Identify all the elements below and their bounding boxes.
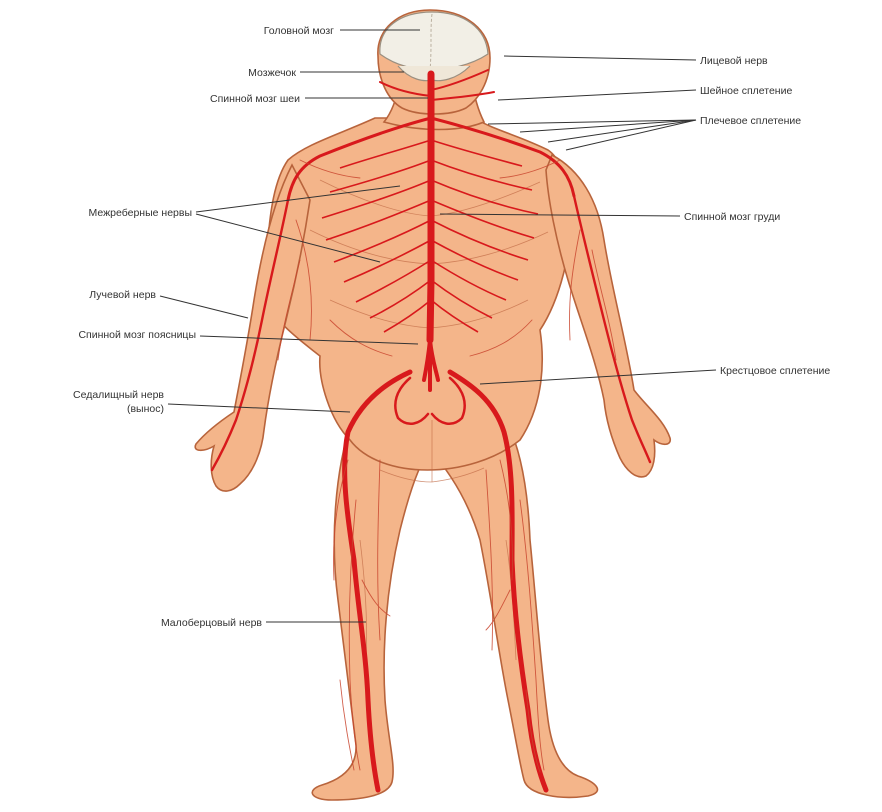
label-brain: Головной мозг — [264, 25, 334, 37]
label-facial: Лицевой нерв — [700, 55, 768, 67]
label-cerebellum: Мозжечок — [248, 67, 296, 79]
label-tibial: Малоберцовый нерв — [161, 617, 262, 629]
label-brachial-plexus: Плечевое сплетение — [700, 115, 801, 127]
label-cervical-plexus: Шейное сплетение — [700, 85, 792, 97]
label-radial: Лучевой нерв — [89, 289, 156, 301]
label-spinal-neck: Спинной мозг шеи — [210, 93, 300, 105]
label-sciatic-sub: (вынос) — [127, 403, 164, 415]
label-spinal-lumbar: Спинной мозг поясницы — [78, 329, 196, 341]
label-sacral-plexus: Крестцовое сплетение — [720, 365, 830, 377]
label-spinal-thoracic: Спинной мозг груди — [684, 211, 780, 223]
label-sciatic: Седалищный нерв — [73, 389, 164, 401]
brain-shape — [380, 12, 488, 70]
label-intercostal: Межреберные нервы — [89, 207, 192, 219]
